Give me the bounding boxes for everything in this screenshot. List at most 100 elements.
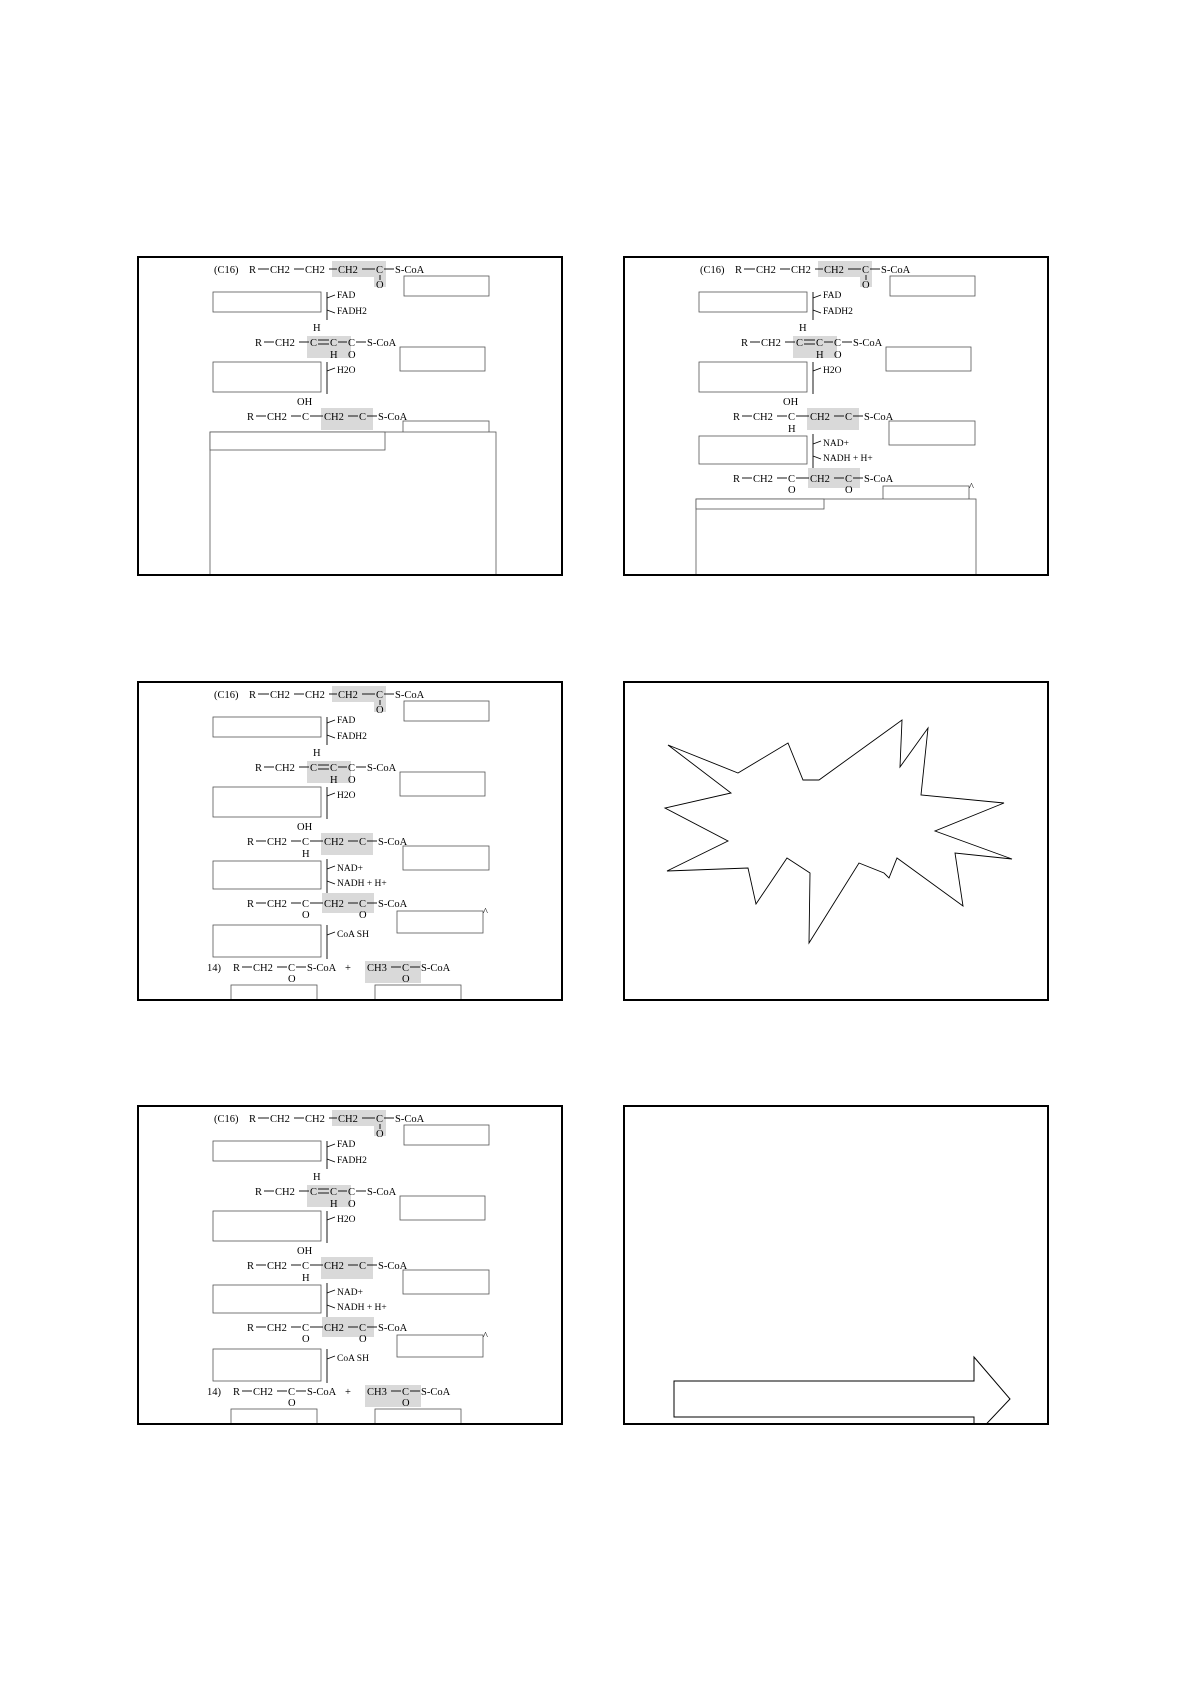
svg-text:O: O — [359, 1334, 367, 1345]
svg-text:C: C — [862, 265, 869, 276]
svg-text:R: R — [233, 963, 240, 974]
svg-text:S-CoA: S-CoA — [378, 899, 408, 910]
svg-text:O: O — [288, 974, 296, 985]
svg-text:S-CoA: S-CoA — [864, 412, 894, 423]
answer-box[interactable] — [399, 346, 486, 372]
svg-text:O: O — [288, 1398, 296, 1409]
answer-box[interactable] — [403, 1124, 490, 1146]
svg-text:CH2: CH2 — [338, 690, 358, 701]
svg-text:CH2: CH2 — [338, 1114, 358, 1125]
enzyme-box-1[interactable] — [212, 716, 322, 738]
answer-box[interactable] — [399, 771, 486, 797]
enzyme-box-2[interactable] — [212, 786, 322, 818]
svg-text:R: R — [249, 690, 256, 701]
svg-text:CH2: CH2 — [275, 1187, 295, 1198]
svg-text:FADH2: FADH2 — [337, 732, 367, 742]
svg-text:H2O: H2O — [823, 366, 842, 376]
svg-text:C: C — [310, 338, 317, 349]
svg-text:C: C — [302, 412, 309, 423]
svg-text:C: C — [845, 474, 852, 485]
svg-text:CoA SH: CoA SH — [337, 930, 369, 940]
svg-text:CH2: CH2 — [810, 412, 830, 423]
answer-box[interactable] — [230, 984, 318, 1001]
svg-text:O: O — [348, 350, 356, 361]
answer-box[interactable] — [402, 845, 490, 871]
svg-text:C: C — [359, 412, 366, 423]
blank-answer-area[interactable] — [695, 498, 977, 576]
svg-text:O: O — [348, 775, 356, 786]
answer-box[interactable] — [403, 700, 490, 722]
svg-text:C: C — [330, 763, 337, 774]
answer-box[interactable] — [230, 1408, 318, 1425]
answer-box[interactable] — [396, 910, 484, 934]
enzyme-box-1[interactable] — [212, 291, 322, 313]
svg-text:R: R — [247, 837, 254, 848]
svg-text:CH2: CH2 — [324, 837, 344, 848]
enzyme-box-1[interactable] — [698, 291, 808, 313]
svg-text:O: O — [376, 1129, 384, 1140]
enzyme-box-3[interactable] — [698, 435, 808, 465]
enzyme-box-3[interactable] — [212, 1284, 322, 1314]
answer-box[interactable] — [889, 275, 976, 297]
svg-text:FAD: FAD — [337, 291, 355, 301]
svg-text:S-CoA: S-CoA — [395, 690, 425, 701]
answer-box[interactable] — [403, 275, 490, 297]
answer-box[interactable] — [374, 1408, 462, 1425]
svg-text:CH2: CH2 — [761, 338, 781, 349]
svg-text:FAD: FAD — [337, 1140, 355, 1150]
enzyme-box-4[interactable] — [212, 924, 322, 958]
svg-text:C: C — [359, 1261, 366, 1272]
svg-text:CH2: CH2 — [305, 690, 325, 701]
enzyme-box-2[interactable] — [212, 1210, 322, 1242]
answer-box[interactable] — [399, 1195, 486, 1221]
pathway-diagram: (C16) R CH2 CH2 CH2 C O S-CoA FAD FADH2 … — [207, 1110, 490, 1425]
svg-text:C: C — [359, 837, 366, 848]
svg-text:14): 14) — [207, 963, 222, 974]
svg-text:C: C — [348, 763, 355, 774]
svg-text:S-CoA: S-CoA — [853, 338, 883, 349]
svg-text:OH: OH — [297, 822, 313, 833]
svg-text:R: R — [249, 1114, 256, 1125]
enzyme-box-1[interactable] — [212, 1140, 322, 1162]
svg-text:O: O — [402, 1398, 410, 1409]
svg-text:S-CoA: S-CoA — [378, 1261, 408, 1272]
svg-text:R: R — [233, 1387, 240, 1398]
pathway-diagram: (C16) R CH2 CH2 CH2 C O S-CoA FAD FADH2 … — [209, 261, 497, 576]
svg-text:FADH2: FADH2 — [337, 307, 367, 317]
svg-text:C: C — [376, 265, 383, 276]
svg-text:C: C — [310, 1187, 317, 1198]
answer-box[interactable] — [888, 420, 976, 446]
svg-text:O: O — [302, 910, 310, 921]
enzyme-box-2[interactable] — [698, 361, 808, 393]
svg-text:CH2: CH2 — [324, 1261, 344, 1272]
blank-answer-area[interactable] — [209, 431, 497, 576]
svg-text:CH2: CH2 — [324, 899, 344, 910]
carbon-label: (C16) — [214, 265, 239, 276]
svg-text:+: + — [345, 963, 351, 974]
answer-box[interactable] — [695, 498, 825, 510]
answer-box[interactable] — [374, 984, 462, 1001]
svg-text:O: O — [845, 485, 853, 496]
enzyme-box-4[interactable] — [212, 1348, 322, 1382]
block-arrow-icon — [673, 1355, 1011, 1423]
svg-text:S-CoA: S-CoA — [307, 963, 337, 974]
enzyme-box-3[interactable] — [212, 860, 322, 890]
svg-text:C: C — [402, 963, 409, 974]
pathway-diagram: (C16) R CH2 CH2 CH2 C O S-CoA FAD FADH2 … — [695, 261, 977, 576]
answer-box[interactable] — [396, 1334, 484, 1358]
answer-box[interactable] — [885, 346, 972, 372]
svg-text:(C16): (C16) — [214, 1114, 239, 1125]
svg-text:C: C — [310, 763, 317, 774]
slide-5: (C16) R CH2 CH2 CH2 C O S-CoA FAD FADH2 … — [137, 1105, 563, 1425]
answer-box[interactable] — [209, 431, 386, 451]
svg-text:(C16): (C16) — [700, 265, 725, 276]
svg-text:C: C — [834, 338, 841, 349]
svg-text:S-CoA: S-CoA — [881, 265, 911, 276]
svg-text:C: C — [302, 837, 309, 848]
svg-text:R: R — [733, 474, 740, 485]
svg-text:O: O — [402, 974, 410, 985]
enzyme-box-2[interactable] — [212, 361, 322, 393]
svg-text:O: O — [359, 910, 367, 921]
svg-text:OH: OH — [297, 397, 313, 408]
answer-box[interactable] — [402, 1269, 490, 1295]
